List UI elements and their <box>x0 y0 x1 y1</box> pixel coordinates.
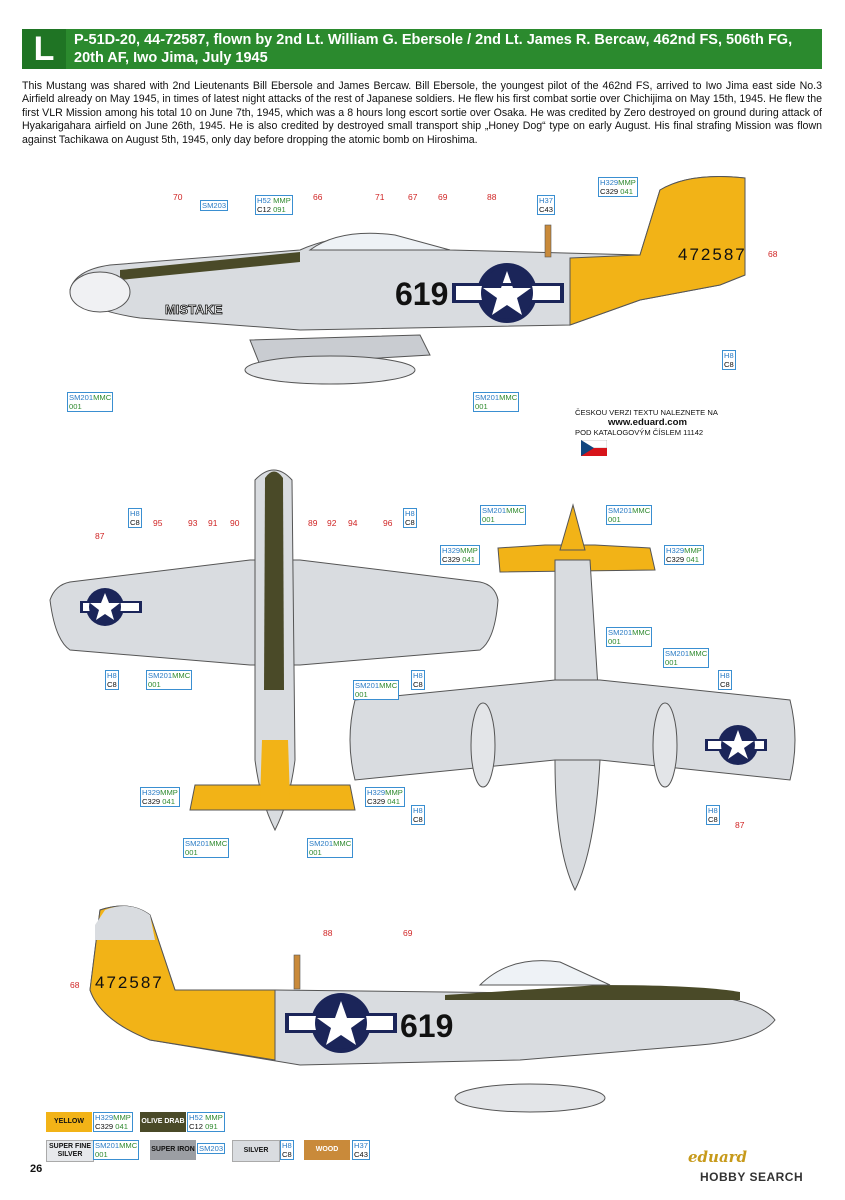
callout-95: 95 <box>153 518 163 528</box>
side-number-right: 619 <box>400 1008 453 1044</box>
page-number: 26 <box>30 1163 43 1175</box>
callout-87-top: 87 <box>95 531 105 541</box>
callout-88-right: 88 <box>323 928 333 938</box>
callout-96: 96 <box>383 518 393 528</box>
history-text: This Mustang was shared with 2nd Lieuten… <box>22 80 822 146</box>
legend-swatch-silver: SILVER <box>232 1140 280 1162</box>
callout-68-right: 68 <box>70 980 80 990</box>
callout-93: 93 <box>188 518 198 528</box>
left-side-profile: 619 472587 MISTAKE <box>69 176 747 385</box>
czech-flag-icon <box>581 440 607 456</box>
side-number: 619 <box>395 276 448 312</box>
profile-letter: L <box>22 29 66 69</box>
callout-70: 70 <box>173 192 183 202</box>
callout-68: 68 <box>768 249 778 259</box>
callout-90: 90 <box>230 518 240 528</box>
czech-note: ČESKOU VERZI TEXTU NALEZNETE NA www.edua… <box>575 408 750 437</box>
callout-69: 69 <box>438 192 448 202</box>
tail-serial: 472587 <box>678 245 747 264</box>
bottom-view <box>349 503 796 892</box>
legend-swatch-olive: OLIVE DRAB <box>140 1112 186 1132</box>
paint-code-sm203: SM203 <box>200 200 229 211</box>
legend-swatch-super-iron: SUPER IRON <box>150 1140 196 1160</box>
eduard-logo: eduard <box>688 1148 748 1166</box>
czech-note-line1: ČESKOU VERZI TEXTU NALEZNETE NA <box>575 408 718 417</box>
czech-note-line2: POD KATALOGOVÝM ČÍSLEM 11142 <box>575 427 704 437</box>
watermark: HOBBY SEARCH <box>700 1170 804 1184</box>
legend-code-super-iron: SM203 <box>197 1143 226 1154</box>
legend-swatch-super-fine: SUPER FINE SILVER <box>46 1140 94 1162</box>
callout-89: 89 <box>308 518 318 528</box>
callout-91: 91 <box>208 518 218 528</box>
legend-swatch-yellow: YELLOW <box>46 1112 92 1132</box>
tail-serial-right: 472587 <box>95 973 164 992</box>
profile-title: P-51D-20, 44-72587, flown by 2nd Lt. Wil… <box>74 32 793 66</box>
callout-94: 94 <box>348 518 358 528</box>
callout-92: 92 <box>327 518 337 528</box>
callout-88: 88 <box>487 192 497 202</box>
nose-art: MISTAKE <box>165 302 223 317</box>
callout-69-right: 69 <box>403 928 413 938</box>
right-side-profile: 619 472587 <box>89 905 776 1113</box>
czech-note-site[interactable]: www.eduard.com <box>607 416 688 428</box>
callout-87-bottom: 87 <box>735 820 745 830</box>
legend-swatch-wood: WOOD <box>304 1140 350 1160</box>
callout-71: 71 <box>375 192 385 202</box>
top-view <box>49 469 499 832</box>
callout-67: 67 <box>408 192 418 202</box>
profile-header: L P-51D-20, 44-72587, flown by 2nd Lt. W… <box>22 29 822 69</box>
callout-66: 66 <box>313 192 323 202</box>
